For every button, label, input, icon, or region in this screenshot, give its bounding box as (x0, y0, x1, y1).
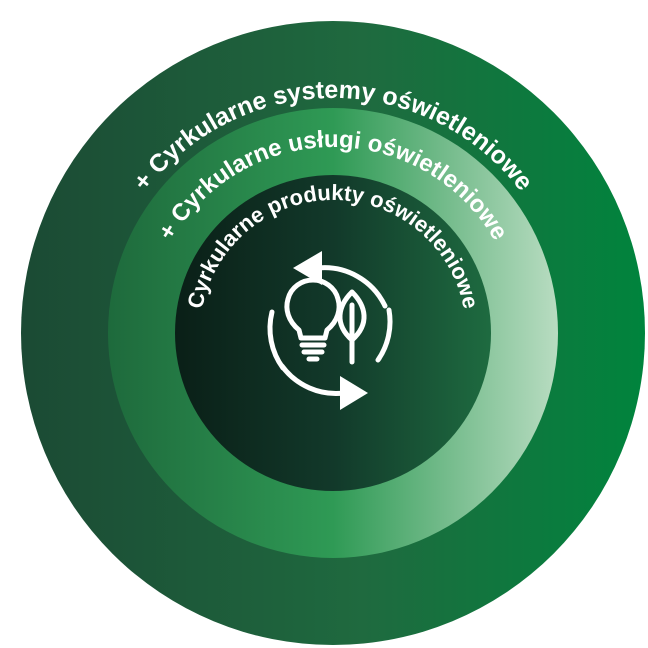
circular-arrows-icon (267, 251, 393, 410)
inner-ring (175, 175, 491, 491)
circular-lightbulb-leaf-icon (267, 251, 393, 410)
lightbulb-icon (284, 277, 342, 362)
leaf-icon (337, 289, 367, 365)
